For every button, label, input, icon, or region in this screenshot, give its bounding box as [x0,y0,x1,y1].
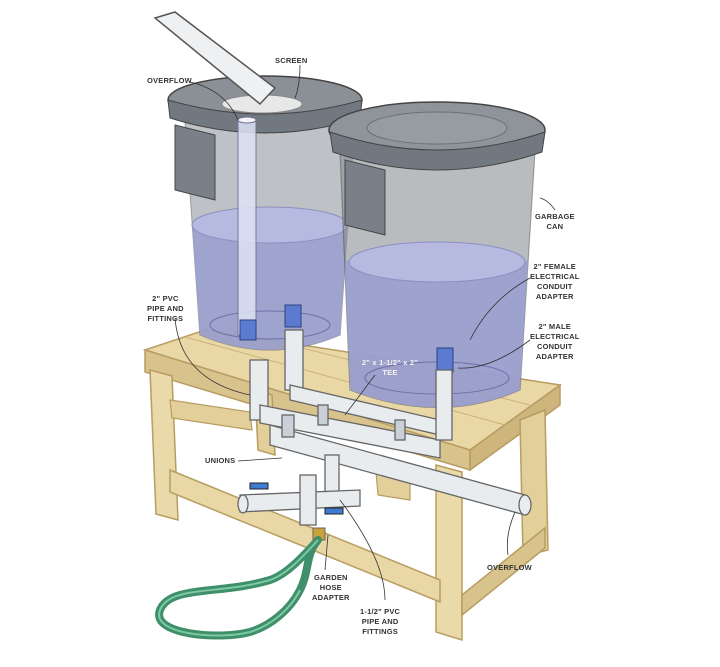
label-garbage-can: GARBAGE CAN [535,212,575,231]
wooden-stand [142,329,562,642]
label-male-adapter: 2" MALE ELECTRICAL CONDUIT ADAPTER [530,322,580,361]
label-tee: 2" x 1-1/2" x 2" TEE [362,358,418,377]
leader-lines [174,64,556,601]
label-female-adapter: 2" FEMALE ELECTRICAL CONDUIT ADAPTER [530,262,580,301]
label-screen: SCREEN [275,56,308,65]
label-pvc-2in: 2" PVC PIPE AND FITTINGS [147,294,184,323]
left-garbage-can [167,75,363,351]
label-overflow-bottom: OVERFLOW [487,563,532,572]
label-garden-hose-adapter: GARDEN HOSE ADAPTER [312,573,350,602]
valve-handle-right [324,507,344,515]
valve-handle-left [249,482,269,490]
label-unions: UNIONS [205,456,236,465]
label-pvc-1-5in: 1-1/2" PVC PIPE AND FITTINGS [360,607,401,636]
garden-hose [155,536,322,640]
label-overflow-top: OVERFLOW [147,76,192,85]
downspout [153,11,277,106]
pvc-plumbing [237,329,532,526]
